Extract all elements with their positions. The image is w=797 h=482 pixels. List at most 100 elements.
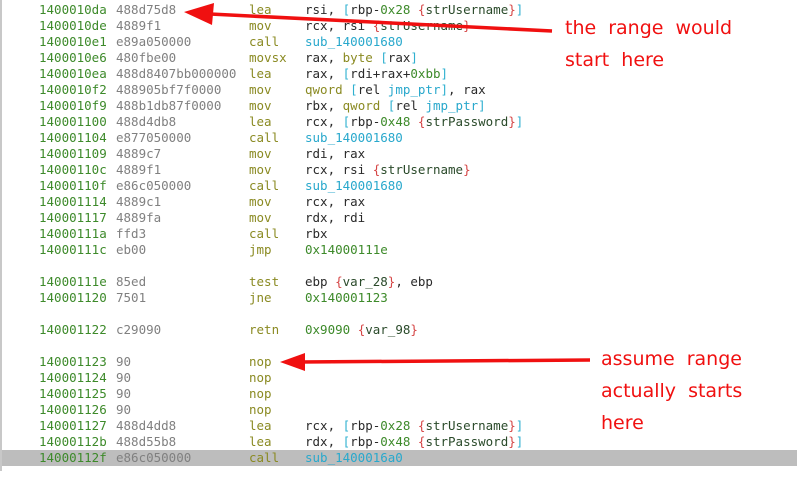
annotation-line: actually starts here (601, 380, 743, 434)
instruction-operands: rcx, rax (305, 194, 365, 210)
instruction-bytes: 90 (116, 370, 132, 385)
operand-token-sym[interactable]: jmp_ptr (387, 82, 441, 97)
instruction-operands: rdx, [rbp-0x48 {strPassword}] (305, 434, 523, 450)
operand-token-br: ] (440, 66, 449, 81)
instruction-bytes: e877050000 (116, 130, 192, 145)
instruction-address: 140001126 (39, 402, 107, 417)
operand-token-brace: } (387, 274, 396, 289)
instruction-mnemonic: lea (249, 66, 272, 81)
instruction-operands: rcx, [rbp-0x48 {strPassword}] (305, 114, 523, 130)
operand-token-br: ] (515, 418, 524, 433)
instruction-bytes: 4889f1 (116, 162, 162, 177)
operand-token-sym[interactable]: jmp_ptr (425, 98, 479, 113)
operand-token-num[interactable]: 0x14000111e (305, 242, 388, 257)
operand-token-var: strPassword (425, 114, 509, 129)
operand-token-reg: rdx, (305, 434, 343, 449)
instruction-address: 14000110f (39, 178, 107, 193)
operand-token-br: ] (410, 50, 418, 65)
operand-token-num[interactable]: 0xbb (410, 66, 441, 81)
instruction-operands: rdi, rax (305, 146, 365, 162)
operand-token-num[interactable]: 0x48 (380, 434, 411, 449)
instruction-address: 1400010f2 (39, 82, 107, 97)
operand-token-reg: rbp- (350, 434, 381, 449)
operand-token-brace: } (508, 418, 516, 433)
instruction-bytes: e89a050000 (116, 34, 192, 49)
instruction-bytes: ffd3 (116, 226, 147, 241)
operand-token-brace: { (417, 418, 426, 433)
instruction-bytes: 4889fa (116, 210, 162, 225)
operand-token-sym[interactable]: sub_1400016a0 (305, 450, 403, 465)
instruction-address: 140001100 (39, 114, 107, 129)
instruction-bytes: 90 (116, 402, 132, 417)
operand-token-sym[interactable]: sub_140001680 (305, 130, 403, 145)
instruction-operands: 0x9090 {var_98} (305, 322, 418, 338)
operand-token-num[interactable]: 0x48 (380, 114, 411, 129)
annotation-line: assume range (601, 348, 742, 370)
instruction-bytes: c29090 (116, 322, 162, 337)
annotation-range-would-start: the range would start here (565, 12, 732, 76)
operand-token-num[interactable]: 0x9090 (305, 322, 351, 337)
instruction-address: 140001117 (39, 210, 107, 225)
instruction-operands: rax, [rdi+rax+0xbb] (305, 66, 448, 82)
instruction-address: 140001109 (39, 146, 107, 161)
operand-token-sym[interactable]: sub_140001680 (305, 34, 403, 49)
operand-token-var: var_98 (365, 322, 411, 337)
instruction-bytes: 90 (116, 386, 132, 401)
instruction-mnemonic: jmp (249, 242, 272, 257)
operand-token-sym[interactable]: sub_140001680 (305, 178, 403, 193)
instruction-address: 14000112f (39, 450, 107, 465)
operand-token-br: ] (515, 2, 524, 17)
operand-token-brace: } (508, 2, 516, 17)
operand-token-br: ] (478, 98, 486, 113)
instruction-mnemonic: test (249, 274, 280, 289)
operand-token-reg: rcx, (305, 418, 343, 433)
annotation-line: start here (565, 49, 665, 71)
instruction-mnemonic: mov (249, 162, 272, 177)
operand-token-reg: rbx, (305, 98, 343, 113)
operand-token-reg: rcx, rsi (305, 162, 373, 177)
instruction-bytes: 488d4db8 (116, 114, 177, 129)
operand-token-br: [ (342, 434, 351, 449)
operand-token-var: strUsername (425, 418, 509, 433)
instruction-address: 14000110c (39, 162, 107, 177)
instruction-operands: rdx, rdi (305, 210, 365, 226)
annotation-range-actually-starts: assume range actually starts here (601, 343, 797, 439)
instruction-mnemonic: mov (249, 98, 272, 113)
operand-token-reg: , rax (448, 82, 486, 97)
instruction-operands: rsi, [rbp-0x28 {strUsername}] (305, 2, 523, 18)
operand-token-num[interactable]: 0x140001123 (305, 290, 388, 305)
instruction-mnemonic: call (249, 178, 280, 193)
operand-token-br: [ (387, 98, 396, 113)
instruction-address: 1400010da (39, 2, 107, 17)
operand-token-brace: } (508, 114, 516, 129)
operand-token-num[interactable]: 0x28 (380, 2, 411, 17)
operand-token-num[interactable]: 0x28 (380, 418, 411, 433)
instruction-mnemonic: call (249, 450, 280, 465)
